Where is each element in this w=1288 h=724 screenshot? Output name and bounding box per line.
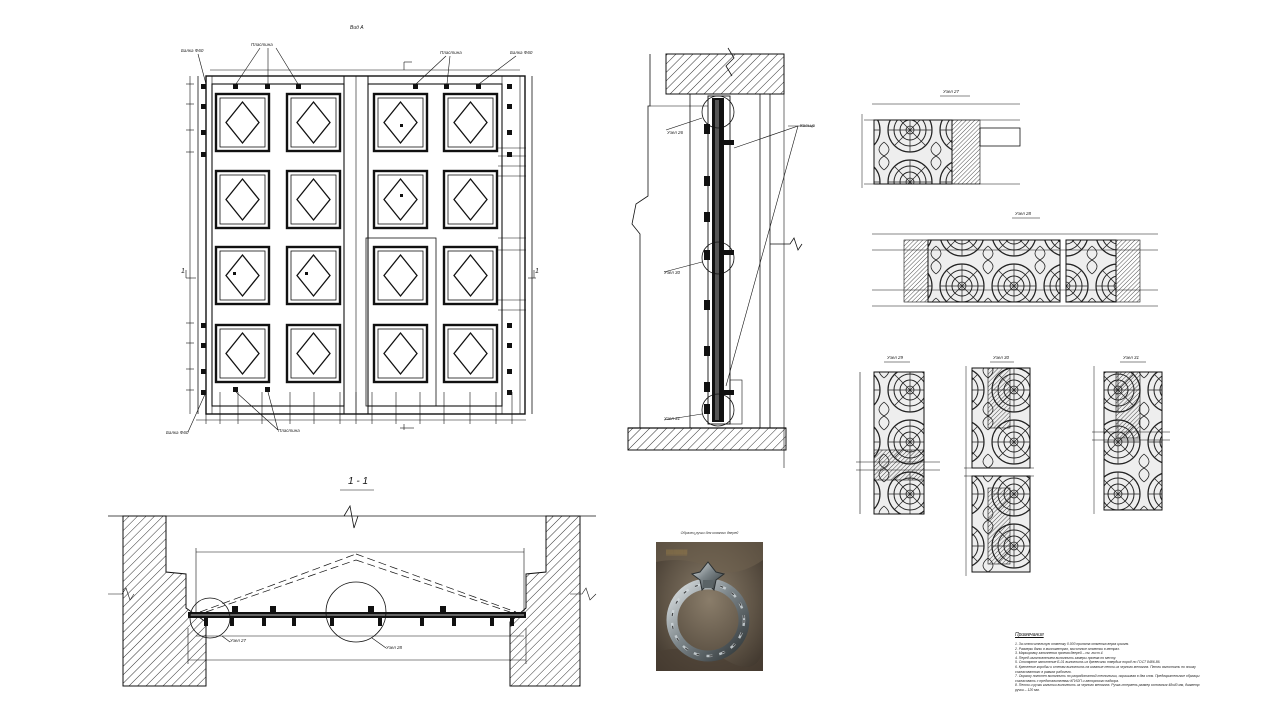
notes-block: Примечания 1. За относительную отметку 0… <box>1015 632 1205 693</box>
note-item: 6. Крепление коробки к стенам выполнить … <box>1015 664 1196 674</box>
note-item: 8. Петли и ручки калитки выполнить из че… <box>1015 683 1200 692</box>
detail-knot-30 <box>964 361 1034 576</box>
handle-photo: ▒▒▒▒▒▒ <box>656 542 763 671</box>
label-knot-27: Узел 27 <box>230 638 247 643</box>
detail-knot-27 <box>861 95 1021 188</box>
svg-text:▒▒▒▒▒▒: ▒▒▒▒▒▒ <box>666 549 688 556</box>
photo-caption: Образец ручки для кованых дверей <box>680 531 739 535</box>
label-ring: Кольцо <box>800 123 816 128</box>
note-item: 5. Столярное заполнение Б-01 выполнить и… <box>1015 660 1161 665</box>
detail-knot-28 <box>872 217 1158 307</box>
label-beam-left: Балка Ф60 <box>181 48 204 53</box>
section-marker-left: 1 <box>181 268 185 275</box>
section-marker-right: 1 <box>535 268 539 275</box>
label-beam-bottom: Балка Ф60 <box>166 430 189 435</box>
horizontal-section-1-1 <box>108 489 597 687</box>
elevation-view-a <box>185 47 536 433</box>
label-plate-top-right: Пластина <box>440 50 462 55</box>
label-knot-26: Узел 26 <box>667 130 684 135</box>
note-item: 4. Перед изготовлением выполнить замеры … <box>1015 655 1117 660</box>
detail-title-29: Узел 29 <box>887 355 904 360</box>
notes-title: Примечания <box>1015 632 1044 638</box>
note-item: 3. Маркировку заполнения проема дверей –… <box>1015 651 1104 656</box>
label-beam-right: Балка Ф60 <box>510 50 533 55</box>
note-item: 7. Окраску полотен выполнить по разработ… <box>1015 674 1200 683</box>
detail-title-30: Узел 30 <box>993 355 1010 360</box>
note-item: 2. Размеры даны в миллиметрах, высотные … <box>1015 646 1120 651</box>
detail-title-28: Узел 28 <box>1015 211 1032 216</box>
view-a-title: Вид А <box>350 25 364 31</box>
detail-knot-29 <box>856 361 940 515</box>
label-knot-31: Узел 31 <box>664 416 681 421</box>
detail-knot-31 <box>1092 361 1170 514</box>
label-knot-28: Узел 28 <box>386 645 403 650</box>
label-plate-top-left: Пластина <box>251 42 273 47</box>
label-plate-bottom: Пластина <box>278 428 300 433</box>
section-1-1-title: 1 - 1 <box>348 476 369 487</box>
note-item: 1. За относительную отметку 0.000 принят… <box>1015 642 1130 646</box>
vertical-section <box>627 47 814 468</box>
label-knot-30: Узел 30 <box>664 270 681 275</box>
detail-title-31: Узел 31 <box>1123 355 1140 360</box>
detail-title-27: Узел 27 <box>943 89 960 94</box>
